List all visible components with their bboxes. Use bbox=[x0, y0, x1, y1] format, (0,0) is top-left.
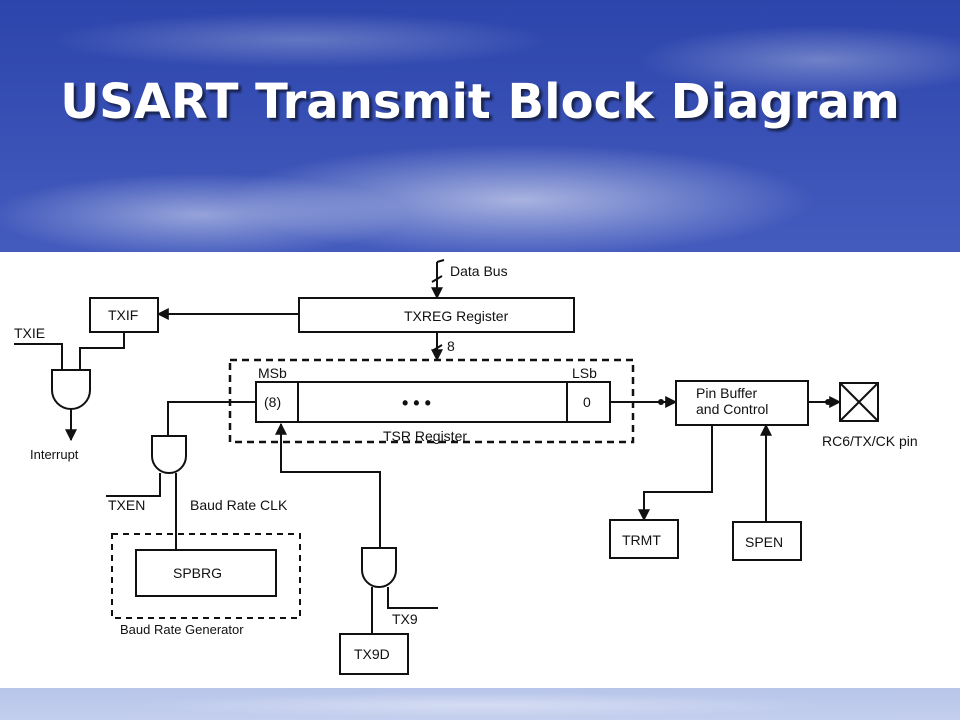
block-diagram: Data Bus TXREG Register 8 TXIF TXIE bbox=[0, 252, 960, 688]
ninth-bit-logic: TX9 TX9D bbox=[275, 422, 438, 675]
pin-buffer-line2: and Control bbox=[696, 401, 768, 417]
txreg-register: TXREG Register bbox=[298, 297, 575, 333]
baud-clock-logic: TXEN Baud Rate CLK bbox=[106, 401, 288, 550]
bus-width-label: 8 bbox=[447, 338, 455, 354]
spen-label: SPEN bbox=[745, 534, 783, 550]
pin-buffer: Pin Buffer and Control bbox=[610, 380, 842, 426]
tsr-bit8-label: (8) bbox=[264, 394, 281, 410]
tx9-and-gate bbox=[361, 547, 397, 588]
tsr-dots: • • • bbox=[402, 393, 431, 413]
tx9d-label: TX9D bbox=[354, 646, 390, 662]
pin-icon: RC6/TX/CK pin bbox=[822, 382, 918, 449]
spbrg-label: SPBRG bbox=[173, 565, 222, 581]
txie-label: TXIE bbox=[14, 325, 45, 341]
baud-clk-label: Baud Rate CLK bbox=[190, 497, 288, 513]
pin-buffer-line1: Pin Buffer bbox=[696, 385, 758, 401]
interrupt-logic: TXIE Interrupt bbox=[14, 325, 125, 462]
msb-label: MSb bbox=[258, 365, 287, 381]
parallel-bus: 8 bbox=[431, 332, 455, 362]
clock-and-gate bbox=[151, 435, 187, 474]
trmt-label: TRMT bbox=[622, 532, 661, 548]
interrupt-label: Interrupt bbox=[30, 447, 79, 462]
block-diagram-svg: Data Bus TXREG Register 8 TXIF TXIE bbox=[14, 259, 918, 675]
txif-label: TXIF bbox=[108, 307, 138, 323]
txen-label: TXEN bbox=[108, 497, 145, 513]
baud-rate-generator: SPBRG Baud Rate Generator bbox=[111, 533, 301, 637]
data-bus: Data Bus bbox=[431, 259, 508, 300]
slide-title: USART Transmit Block Diagram bbox=[60, 74, 900, 130]
tsr-register: MSb LSb (8) • • • 0 TSR Register bbox=[228, 358, 635, 444]
tsr-register-label: TSR Register bbox=[383, 428, 467, 444]
baud-gen-label: Baud Rate Generator bbox=[120, 622, 244, 637]
data-bus-label: Data Bus bbox=[450, 263, 508, 279]
status-control: TRMT SPEN bbox=[609, 423, 802, 561]
tx9-label: TX9 bbox=[392, 611, 418, 627]
txif-flag: TXIF bbox=[89, 297, 299, 333]
txreg-label: TXREG Register bbox=[404, 308, 509, 324]
tsr-bit0-label: 0 bbox=[583, 394, 591, 410]
pin-label: RC6/TX/CK pin bbox=[822, 433, 918, 449]
interrupt-and-gate bbox=[51, 369, 91, 410]
lsb-label: LSb bbox=[572, 365, 597, 381]
